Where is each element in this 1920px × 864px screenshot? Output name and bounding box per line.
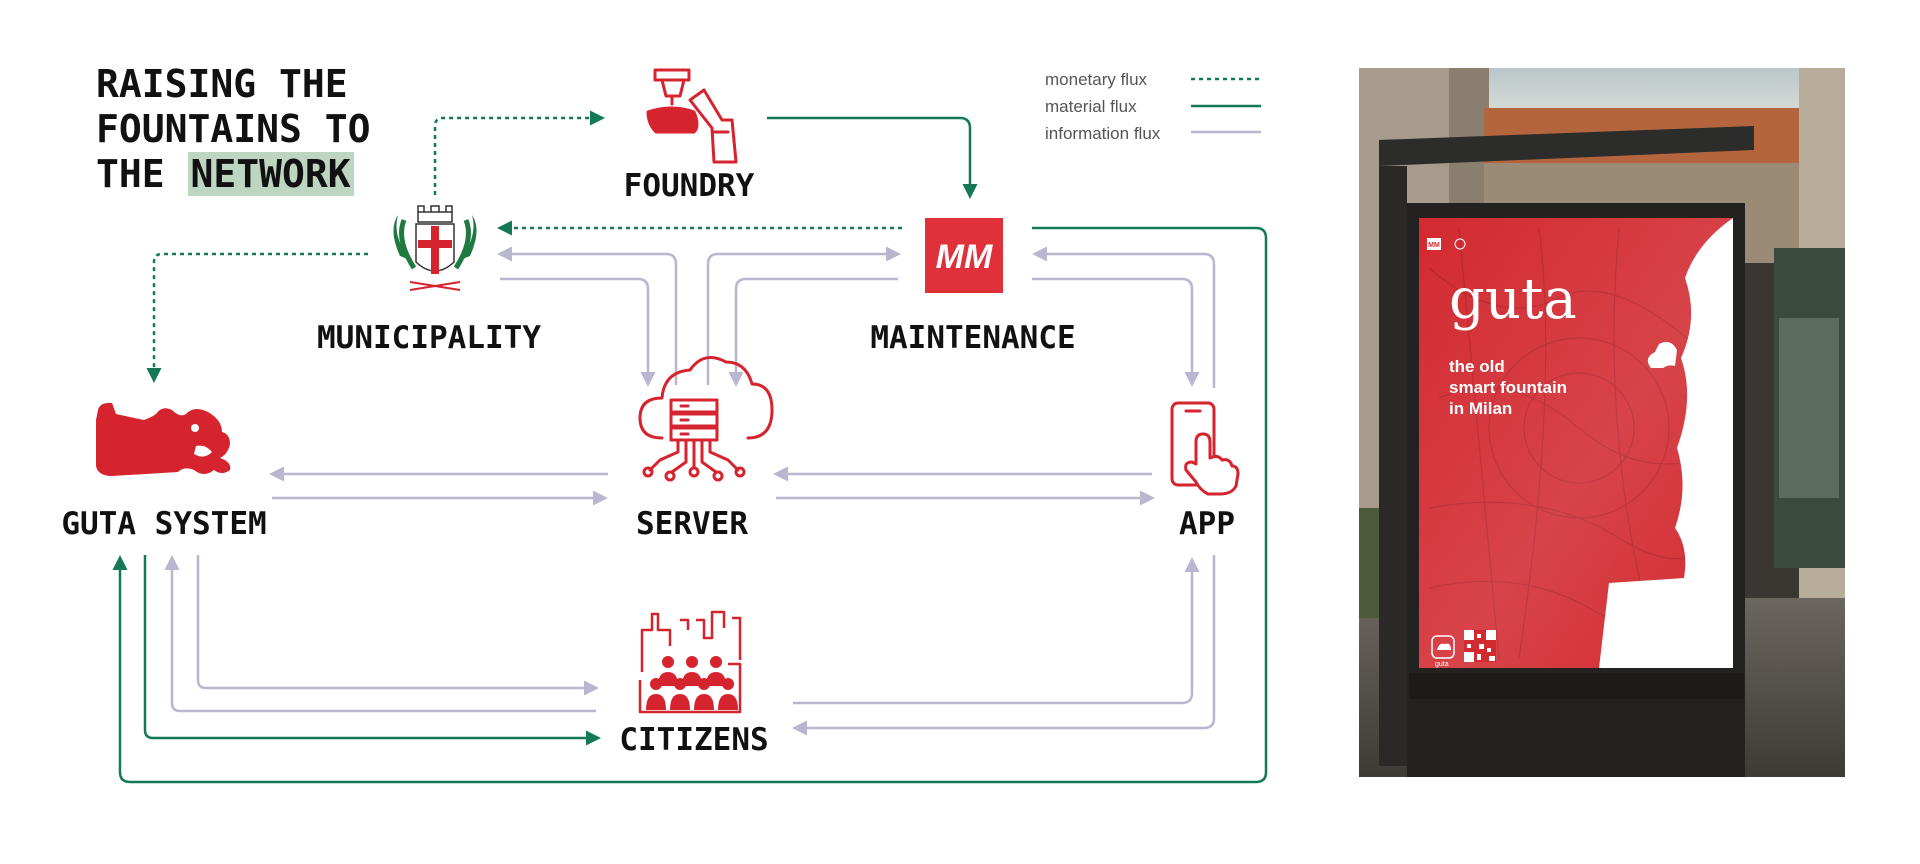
arrow-citizens-to-app bbox=[793, 557, 1200, 705]
title-line-1: RAISING THE bbox=[96, 62, 348, 106]
node-label-guta-system: GUTA SYSTEM bbox=[61, 506, 267, 542]
title-line-3: THE NETWORK bbox=[96, 152, 371, 197]
information-flux-arrows bbox=[164, 246, 1216, 736]
arrow-maintenance-loop-to-guta bbox=[112, 226, 1268, 784]
arrow-maintenance-to-server bbox=[728, 277, 898, 387]
poster-tagline-line-1: the old bbox=[1449, 357, 1505, 376]
cloud-server-icon bbox=[638, 356, 774, 482]
arrow-guta-to-citizens-info bbox=[196, 555, 599, 696]
node-label-maintenance: MAINTENANCE bbox=[870, 320, 1076, 356]
bus-shelter-scene: MM bbox=[1359, 68, 1845, 777]
poster-qr-code bbox=[1464, 630, 1496, 662]
city-people-icon bbox=[638, 610, 742, 714]
node-label-foundry: FOUNDRY bbox=[623, 168, 755, 204]
arrow-municipality-to-guta bbox=[146, 252, 368, 383]
mm-logo-icon: MM bbox=[925, 218, 1003, 293]
arrow-guta-to-citizens bbox=[143, 555, 601, 746]
monetary-flux-arrows bbox=[146, 110, 902, 383]
milan-coat-of-arms-icon bbox=[393, 205, 477, 291]
node-label-citizens: CITIZENS bbox=[619, 722, 769, 758]
arrow-municipality-to-server bbox=[500, 277, 656, 387]
mm-logo-text: MM bbox=[936, 238, 993, 276]
arrow-app-to-citizens bbox=[792, 555, 1216, 736]
ladle-icon bbox=[646, 68, 738, 164]
legend-monetary: monetary flux bbox=[1045, 70, 1148, 89]
poster-tagline-line-3: in Milan bbox=[1449, 399, 1513, 418]
arrow-municipality-to-foundry bbox=[433, 110, 605, 195]
bus-shelter-photo: MM guta the old smart fountain in Milan … bbox=[1359, 68, 1845, 777]
legend-information: information flux bbox=[1045, 124, 1161, 143]
diagram-title: RAISING THE FOUNTAINS TO THE NETWORK bbox=[96, 62, 371, 197]
node-label-server: SERVER bbox=[636, 506, 748, 542]
arrow-citizens-to-guta bbox=[164, 555, 596, 713]
node-label-app: APP bbox=[1179, 506, 1235, 542]
poster-footer-label: guta bbox=[1435, 661, 1449, 668]
arrow-server-to-municipality bbox=[497, 246, 678, 385]
dragon-fountain-icon bbox=[96, 402, 231, 476]
arrow-app-to-maintenance bbox=[1032, 246, 1216, 388]
poster-tagline-line-2: smart fountain bbox=[1449, 378, 1568, 397]
material-flux-arrows bbox=[112, 116, 1268, 784]
legend-samples bbox=[1191, 77, 1261, 134]
title-line-2: FOUNTAINS TO bbox=[96, 107, 371, 151]
arrow-foundry-to-maintenance bbox=[767, 116, 978, 199]
node-label-municipality: MUNICIPALITY bbox=[317, 320, 541, 356]
arrow-maintenance-to-app bbox=[1032, 277, 1200, 387]
smartphone-touch-icon bbox=[1170, 401, 1240, 496]
poster-brand: guta bbox=[1449, 267, 1577, 332]
poster-tagline: the old smart fountain in Milan bbox=[1449, 356, 1629, 419]
title-line-3-prefix: THE bbox=[96, 152, 188, 196]
arrow-server-to-maintenance bbox=[706, 246, 901, 385]
legend-material: material flux bbox=[1045, 97, 1137, 116]
legend: monetary flux material flux information … bbox=[1045, 66, 1160, 147]
poster-mm-badge: MM bbox=[1428, 242, 1440, 249]
title-highlight: NETWORK bbox=[187, 152, 354, 196]
